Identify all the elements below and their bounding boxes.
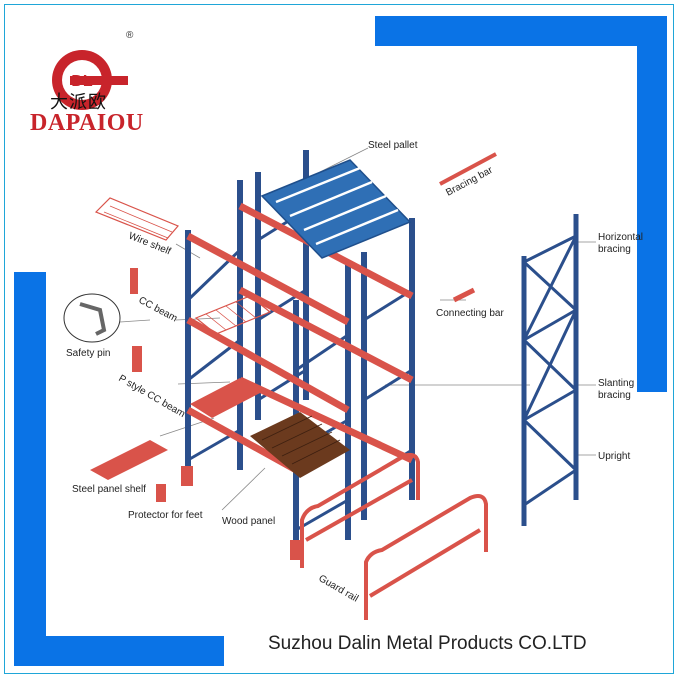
label-protector-for-feet: Protector for feet	[128, 510, 203, 521]
label-cc-beam: CC beam	[137, 295, 179, 325]
accent-bar-left	[14, 272, 46, 666]
accent-bar-top	[375, 16, 667, 46]
accent-bar-right	[637, 16, 667, 392]
label-steel-panel-shelf: Steel panel shelf	[72, 484, 146, 495]
wood-panel	[250, 412, 350, 478]
label-steel-pallet: Steel pallet	[368, 140, 418, 151]
brand-name-cn: 大派欧	[50, 92, 107, 113]
cc-beam-loose	[130, 268, 138, 294]
logo-letters: DL	[71, 73, 93, 90]
outer-frame	[4, 4, 674, 674]
steel-panel-shelf-loose	[90, 440, 168, 480]
steel-pallet-slats	[275, 166, 399, 246]
wire-shelf-loose	[94, 197, 179, 241]
label-slanting-2: bracing	[598, 390, 631, 401]
label-p-style-cc-beam: P style CC beam	[117, 373, 187, 420]
wire-shelf-installed	[194, 295, 272, 335]
registered-mark: ®	[126, 30, 134, 41]
label-slanting-1: Slanting	[598, 378, 634, 389]
dapaiou-logo-icon: DL	[52, 50, 128, 110]
safety-pin-icon	[79, 302, 107, 336]
upright-frame-standalone	[521, 214, 579, 526]
brand-name-en: DAPAIOU	[30, 110, 144, 136]
label-horizontal-2: bracing	[598, 244, 631, 255]
accent-bar-bottom	[14, 636, 224, 666]
label-upright: Upright	[598, 451, 630, 462]
steel-pallet	[260, 159, 412, 259]
bracing-bar-loose	[439, 152, 497, 186]
foot-protector-2	[290, 540, 302, 560]
foot-protector-1	[181, 466, 193, 486]
p-style-cc-beam-loose	[132, 346, 142, 372]
foot-protector-loose	[156, 484, 166, 502]
label-horizontal-1: Horizontal	[598, 232, 643, 243]
label-wood-panel: Wood panel	[222, 516, 275, 527]
company-footer: Suzhou Dalin Metal Products CO.LTD	[268, 633, 587, 654]
safety-pin-callout	[63, 293, 121, 343]
label-wire-shelf: Wire shelf	[127, 231, 173, 258]
connecting-bar-loose	[452, 287, 476, 303]
label-connecting-bar: Connecting bar	[436, 308, 504, 319]
steel-panel-installed	[190, 378, 262, 418]
guard-rail	[300, 452, 488, 620]
label-guard-rail: Guard rail	[317, 573, 361, 604]
label-safety-pin: Safety pin	[66, 348, 110, 359]
